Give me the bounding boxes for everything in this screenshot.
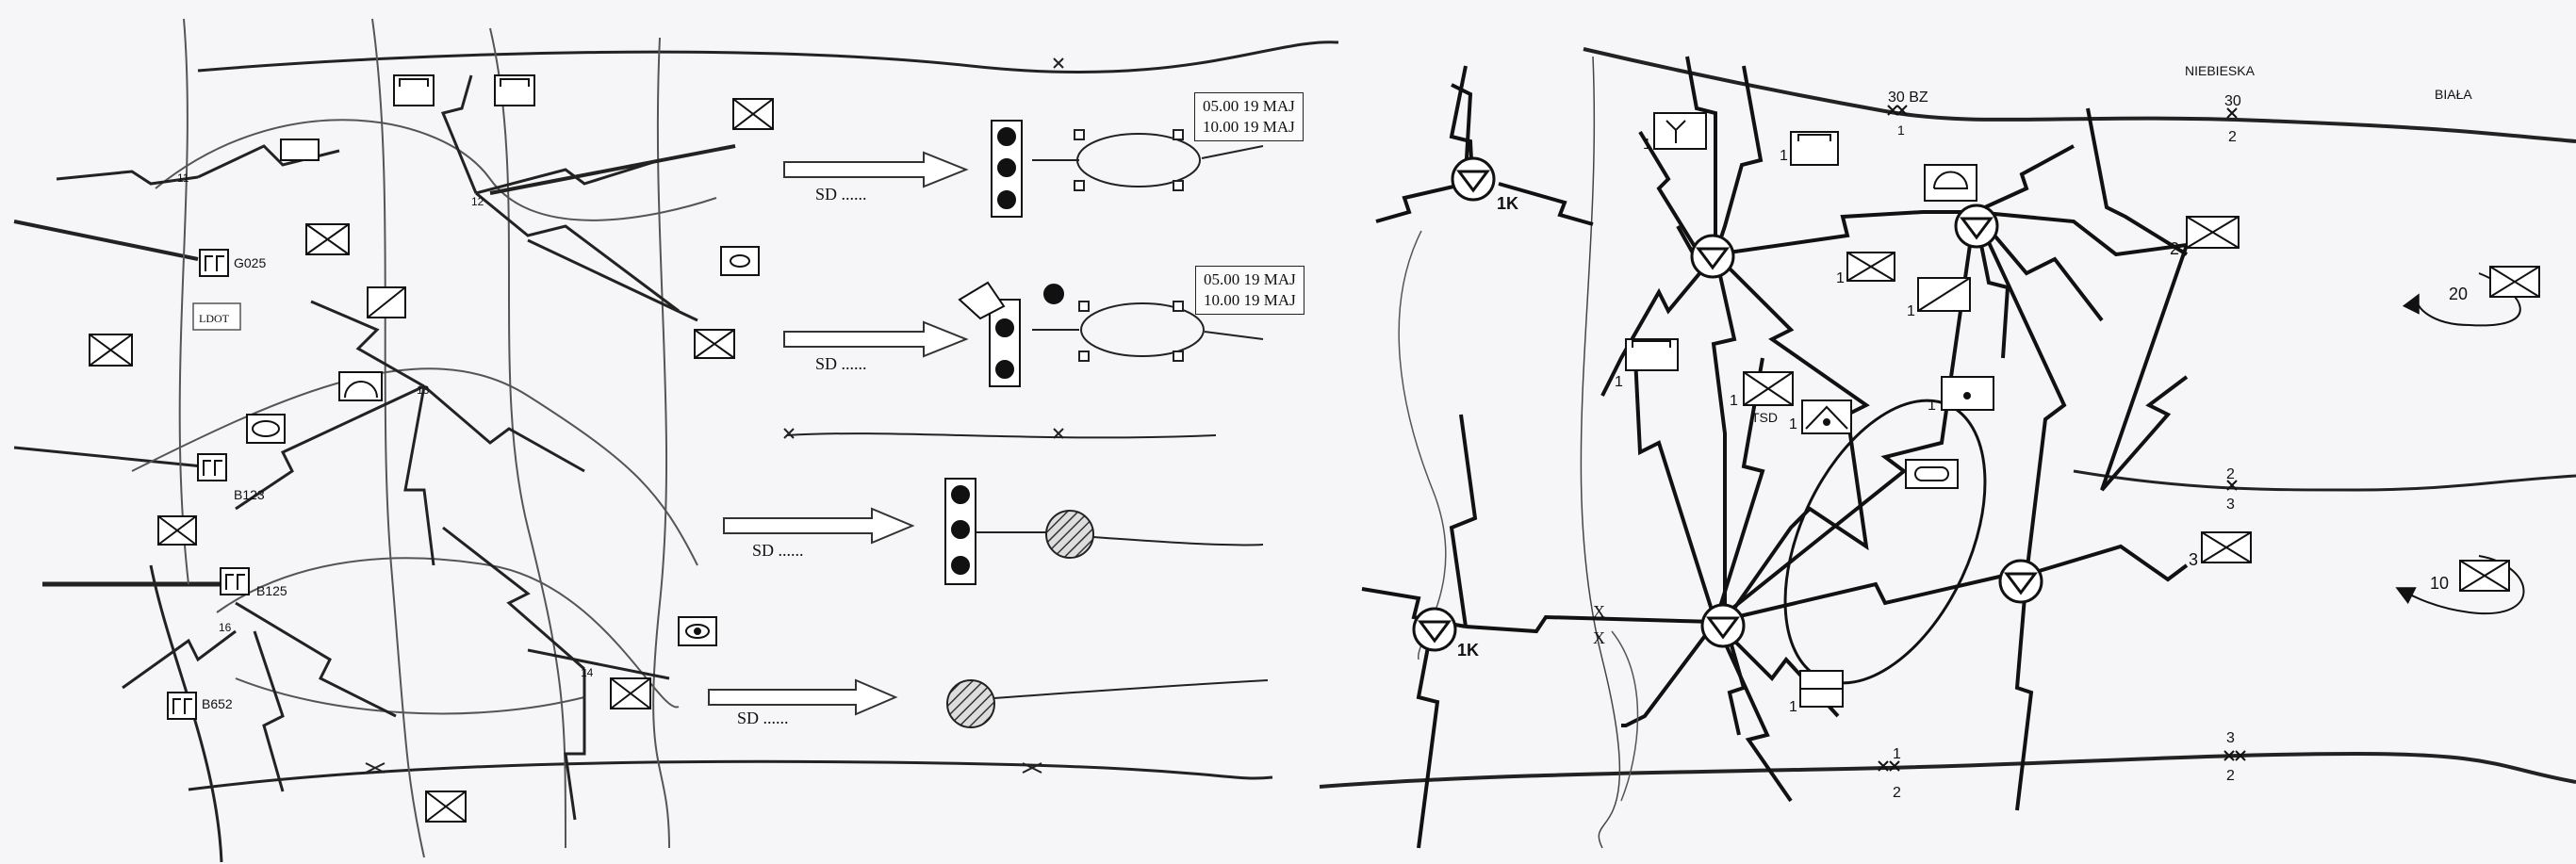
- label-tsd: TSD: [1751, 410, 1778, 425]
- fraction-30: 30: [2224, 93, 2241, 109]
- unit-b125: B125: [256, 583, 287, 598]
- label-one-8: 1: [1928, 398, 1936, 414]
- node-16: 16: [219, 621, 232, 634]
- left-unit-symbols: [89, 74, 774, 823]
- x-mark-2: X: [1593, 628, 1605, 647]
- label-one-4: 1: [1907, 303, 1915, 319]
- label-30bz: 30 BZ: [1888, 90, 1928, 106]
- label-one-3: 1: [1836, 270, 1845, 286]
- callout-2-line-1: 05.00 19 MAJ: [1204, 270, 1296, 288]
- right-x-marks: [1878, 105, 2246, 772]
- right-triangle-nodes: [1412, 156, 2043, 652]
- node-11: 11: [177, 171, 189, 185]
- label-biala: BIAŁA: [2435, 87, 2472, 102]
- objective-circles: [946, 510, 1094, 728]
- label-one-9: 1: [1789, 699, 1797, 715]
- unit-b652: B652: [202, 696, 233, 711]
- label-20: 20: [2449, 285, 2468, 303]
- callout-2-line-2: 10.00 19 MAJ: [1204, 291, 1296, 309]
- left-node-labels: 11 12 13 14 16: [177, 171, 594, 679]
- left-x-marks: [365, 57, 1064, 774]
- right-unit-symbols: [1625, 112, 2540, 708]
- label-one-7: 1: [1789, 416, 1797, 432]
- assembly-ovals: [786, 129, 1269, 700]
- right-ellipse: [1398, 230, 1987, 802]
- left-unit-codes: G025 B123 B125 B652: [202, 255, 287, 711]
- fraction-mid-top: 2: [2226, 466, 2235, 482]
- fraction-br-bottom: 2: [2226, 768, 2235, 784]
- node-12: 12: [471, 195, 484, 208]
- left-phase-lines: [131, 18, 717, 863]
- ldot-label: LDOT: [199, 312, 230, 325]
- label-2: 2: [2170, 239, 2179, 258]
- time-callout-2: 05.00 19 MAJ 10.00 19 MAJ: [1195, 266, 1304, 315]
- label-one-5: 1: [1615, 374, 1623, 390]
- x-mark-1: X: [1593, 602, 1605, 621]
- callout-1-line-2: 10.00 19 MAJ: [1203, 118, 1295, 136]
- node-14: 14: [581, 666, 594, 679]
- label-one-2: 1: [1780, 148, 1788, 164]
- label-one-1: 1: [1643, 137, 1651, 153]
- fraction-mid-bottom: 3: [2226, 497, 2235, 513]
- sd-label-2: SD ......: [815, 354, 867, 373]
- fraction-br-top: 3: [2226, 730, 2235, 746]
- node-1k-bottom: 1K: [1457, 641, 1479, 660]
- unit-b123: B123: [234, 487, 265, 502]
- node-1k-top: 1K: [1497, 194, 1518, 213]
- label-bz-1: 1: [1897, 122, 1905, 138]
- sd-labels: SD ...... SD ...... SD ...... SD ......: [737, 185, 867, 727]
- fraction-bottom-top: 1: [1893, 746, 1901, 762]
- label-niebieska: NIEBIESKA: [2185, 63, 2256, 78]
- right-attack-arrows: [1361, 56, 2189, 849]
- label-3: 3: [2189, 550, 2198, 569]
- left-hq-units: [167, 249, 250, 720]
- fraction-bottom-bottom: 2: [1893, 785, 1901, 801]
- left-attack-arrows: [56, 74, 736, 821]
- sd-label-4: SD ......: [737, 709, 789, 727]
- time-callout-1: 05.00 19 MAJ 10.00 19 MAJ: [1194, 92, 1304, 141]
- callout-1-line-1: 05.00 19 MAJ: [1203, 97, 1295, 115]
- right-node-labels: 1K 1K: [1457, 194, 1518, 660]
- right-labels: 30 BZ 1 NIEBIESKA BIAŁA 30 2 2 20 3 10 2…: [1593, 63, 2472, 801]
- sd-arrows: [708, 151, 969, 716]
- sd-label-1: SD ......: [815, 185, 867, 204]
- label-one-6: 1: [1730, 393, 1738, 409]
- unit-g025: G025: [234, 255, 266, 270]
- node-13: 13: [417, 383, 430, 397]
- left-boundary-lines: [13, 41, 1339, 791]
- label-10: 10: [2430, 574, 2449, 593]
- ldot-box: LDOT: [192, 302, 241, 331]
- fraction-2: 2: [2228, 129, 2237, 145]
- sd-label-3: SD ......: [752, 541, 804, 560]
- readiness-columns: [944, 120, 1064, 585]
